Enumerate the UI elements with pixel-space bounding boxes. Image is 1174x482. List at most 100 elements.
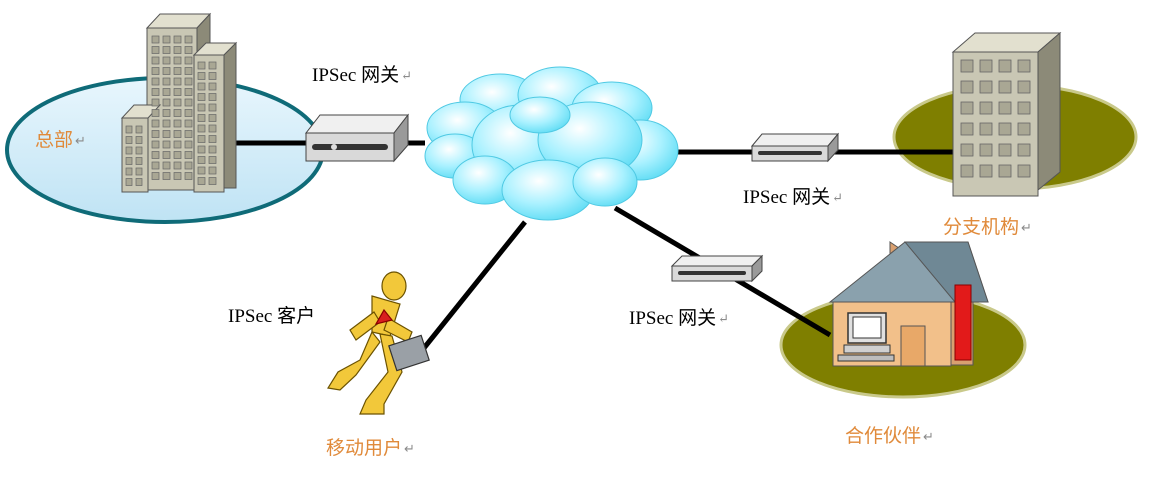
building-window [151, 140, 160, 149]
building-window [151, 130, 160, 138]
building-window [173, 140, 182, 149]
building-window [173, 67, 182, 75]
building-window [960, 164, 974, 178]
building-window [173, 119, 182, 128]
label-gateway-partner: IPSec 网关↵ [629, 308, 729, 329]
building-window [173, 77, 182, 86]
building-window [173, 88, 182, 96]
building-window [162, 77, 171, 86]
building-window [125, 136, 133, 144]
building-window [197, 124, 206, 133]
gateway-hq [304, 113, 410, 163]
building-window [162, 67, 171, 75]
label-mobile-user: 移动用户↵ [326, 437, 415, 459]
building-window [208, 103, 217, 112]
building-window [173, 98, 182, 107]
building-window [998, 164, 1012, 178]
building-window [162, 98, 171, 107]
building-window [135, 146, 143, 155]
building-window [184, 161, 193, 170]
building-window [979, 59, 993, 73]
building-window [135, 125, 143, 134]
label-ipsec-client: IPSec 客户 [228, 306, 316, 327]
building-window [1017, 59, 1031, 73]
building-window [960, 101, 974, 115]
building-window [162, 88, 171, 96]
building-window [162, 46, 171, 54]
building-window [979, 80, 993, 94]
building-window [197, 166, 206, 175]
building-window [173, 151, 182, 159]
building-window [125, 167, 133, 176]
building-window [208, 114, 217, 122]
building-window [173, 130, 182, 138]
building-window [151, 151, 160, 159]
building-window [197, 61, 206, 70]
building-window [162, 56, 171, 65]
building-window [960, 143, 974, 157]
building-window [151, 35, 160, 44]
building-window [208, 124, 217, 133]
building-window [979, 164, 993, 178]
building-window [125, 178, 133, 186]
building-window [208, 135, 217, 143]
building-window [208, 82, 217, 91]
building-window [184, 140, 193, 149]
office-towers-icon [120, 12, 238, 193]
building-window [208, 61, 217, 70]
building-window [151, 46, 160, 54]
building-window [151, 67, 160, 75]
building-window [184, 35, 193, 44]
building-window [1017, 164, 1031, 178]
building-window [979, 122, 993, 136]
house-computer-icon [828, 241, 989, 367]
building-window [162, 140, 171, 149]
building-window [135, 136, 143, 144]
cloud-icon [424, 66, 679, 221]
building-window [162, 119, 171, 128]
building-window [197, 72, 206, 80]
building-window [162, 151, 171, 159]
building-window [208, 166, 217, 175]
building-window [197, 135, 206, 143]
building-window [125, 157, 133, 165]
building-window [184, 98, 193, 107]
gateway-partner [670, 254, 764, 283]
building-window [197, 103, 206, 112]
building-window [125, 125, 133, 134]
label-headquarters: 总部↵ [35, 129, 86, 151]
building-window [197, 145, 206, 154]
building-window [1017, 122, 1031, 136]
building-window [151, 109, 160, 117]
building-window [1017, 101, 1031, 115]
building-window [162, 172, 171, 180]
building-window [151, 161, 160, 170]
running-businessman-icon [327, 271, 430, 415]
building-window [197, 156, 206, 164]
building-window [208, 156, 217, 164]
building-window [998, 122, 1012, 136]
building-window [197, 114, 206, 122]
building-window [184, 151, 193, 159]
gateway-branch [750, 132, 840, 163]
building-window [184, 88, 193, 96]
building-window [162, 161, 171, 170]
building-window [151, 98, 160, 107]
building-window [998, 80, 1012, 94]
building-window [960, 122, 974, 136]
building-window [208, 72, 217, 80]
building-window [208, 145, 217, 154]
building-window [125, 146, 133, 155]
label-partner: 合作伙伴↵ [845, 425, 934, 447]
building-window [135, 167, 143, 176]
building-window [151, 88, 160, 96]
building-window [998, 143, 1012, 157]
building-window [979, 101, 993, 115]
building-window [184, 109, 193, 117]
building-window [184, 56, 193, 65]
building-window [1017, 143, 1031, 157]
label-gateway-branch: IPSec 网关↵ [743, 187, 843, 208]
building-window [1017, 80, 1031, 94]
